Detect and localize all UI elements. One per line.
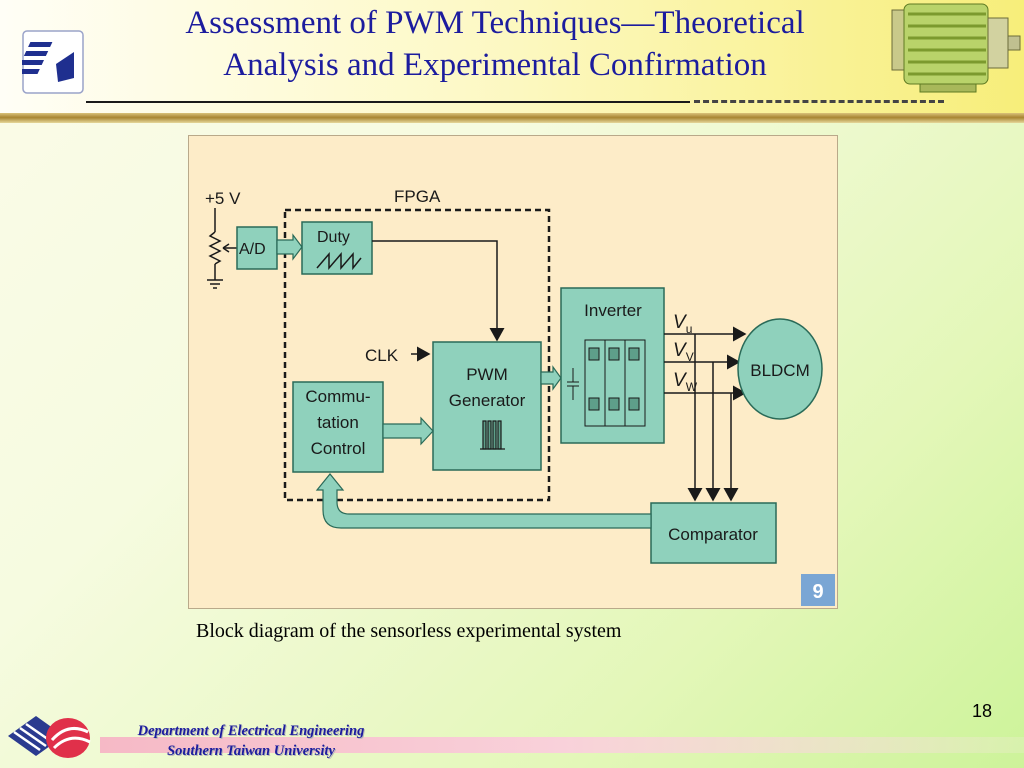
duty-label: Duty: [317, 229, 350, 246]
motor-icon: [891, 3, 1021, 93]
figure-badge-number: 9: [812, 581, 823, 603]
slide-title-line-1: Assessment of PWM Techniques—Theoretical: [185, 5, 805, 41]
inverter-label: Inverter: [584, 301, 642, 320]
diagram-caption: Block diagram of the sensorless experime…: [196, 620, 622, 642]
block-diagram: +5 V FPGA A/D Duty CLK PWM G: [188, 135, 838, 609]
phase-w-label: VW: [673, 370, 698, 394]
ad-converter-label: A/D: [239, 241, 266, 258]
duty-block: [301, 221, 373, 275]
comparator-label: Comparator: [668, 525, 758, 544]
feedback-arrow: [315, 473, 652, 529]
duty-to-pwm-line: [372, 240, 505, 342]
commutation-label-line-1: Commu-: [305, 387, 370, 406]
bldc-motor-label: BLDCM: [750, 361, 810, 380]
comparator-block: [650, 502, 777, 564]
university-name: Southern Taiwan University: [167, 743, 335, 759]
phase-u-label: Vu: [673, 312, 692, 336]
clk-label: CLK: [365, 346, 399, 365]
bldc-motor-block: [737, 318, 823, 420]
commutation-label-line-2: tation: [317, 413, 359, 432]
block-diagram-canvas: +5 V FPGA A/D Duty CLK PWM G: [205, 187, 835, 606]
supply-label: +5 V: [205, 189, 241, 208]
ad-to-duty-arrow: [276, 233, 303, 261]
inverter-block: [560, 287, 665, 444]
slide-title: Assessment of PWM Techniques—Theoretical…: [100, 2, 890, 86]
fpga-label: FPGA: [394, 187, 441, 206]
ad-converter-block: [236, 226, 278, 270]
slide-header: Assessment of PWM Techniques—Theoretical…: [0, 0, 1024, 123]
department-footer: Department of Electrical Engineering Sou…: [110, 721, 392, 761]
potentiometer-icon: [207, 208, 237, 289]
department-logo-icon: [8, 716, 91, 758]
title-underline: [86, 101, 690, 103]
page-number: 18: [972, 701, 993, 721]
footer-band: [100, 737, 1024, 753]
department-name: Department of Electrical Engineering: [137, 723, 365, 739]
header-divider-band: [0, 113, 1024, 123]
pwm-generator-label-line-1: PWM: [466, 365, 508, 384]
university-logo-icon: [22, 30, 84, 94]
fpga-boundary: [283, 208, 551, 502]
commutation-to-pwm-arrow: [382, 416, 434, 446]
pwm-to-inverter-arrow: [540, 365, 562, 391]
title-underline-dashed: [694, 100, 944, 103]
commutation-label-line-3: Control: [311, 439, 366, 458]
sawtooth-icon: [316, 251, 362, 271]
inverter-switches-icon: [567, 339, 646, 427]
commutation-control-block: [292, 381, 384, 473]
pwm-generator-label-line-2: Generator: [449, 391, 526, 410]
pwm-pulse-icon: [480, 420, 505, 450]
phase-v-label: VV: [673, 340, 694, 364]
figure-badge: [801, 574, 835, 606]
slide-title-line-2: Analysis and Experimental Confirmation: [223, 47, 767, 83]
